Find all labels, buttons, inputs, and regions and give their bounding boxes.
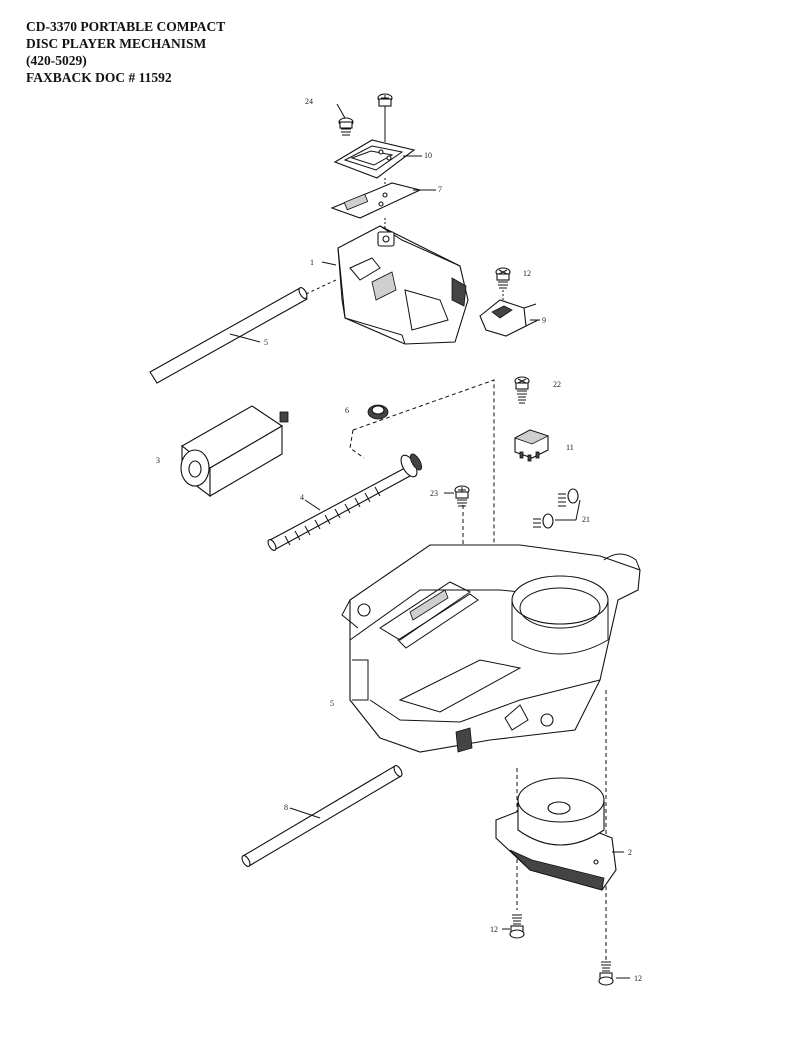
title-line-2: DISC PLAYER MECHANISM bbox=[26, 36, 207, 51]
callout-9: 9 bbox=[542, 316, 546, 325]
part-12-screw-upper: 12 bbox=[495, 267, 531, 300]
callout-21: 21 bbox=[582, 515, 590, 524]
title-line-1: CD-3370 PORTABLE COMPACT bbox=[26, 19, 226, 34]
top-screw bbox=[377, 93, 393, 142]
part-21-screws: 21 bbox=[533, 488, 590, 529]
callout-5-upper: 5 bbox=[264, 338, 268, 347]
callout-5-chassis: 5 bbox=[330, 699, 334, 708]
callout-12-lower-right: 12 bbox=[634, 974, 642, 983]
part-24-screw: 24 bbox=[305, 97, 354, 136]
part-10-plate: 10 bbox=[333, 139, 432, 179]
title-line-4: FAXBACK DOC # 11592 bbox=[26, 70, 172, 85]
part-7-bracket: 7 bbox=[330, 178, 442, 219]
callout-4: 4 bbox=[300, 493, 304, 502]
callout-12-upper: 12 bbox=[523, 269, 531, 278]
document-title: CD-3370 PORTABLE COMPACT DISC PLAYER MEC… bbox=[26, 18, 225, 86]
callout-12-lower-left: 12 bbox=[490, 925, 498, 934]
title-line-3: (420-5029) bbox=[26, 53, 87, 68]
part-6-gear: 6 bbox=[345, 404, 389, 420]
callout-6: 6 bbox=[345, 406, 349, 415]
part-9-switch-bracket: 9 bbox=[479, 299, 546, 337]
callout-2: 2 bbox=[628, 848, 632, 857]
part-11-switch: 11 bbox=[514, 429, 574, 462]
part-1-pickup: 1 bbox=[310, 218, 469, 345]
callout-23: 23 bbox=[430, 489, 438, 498]
callout-3: 3 bbox=[156, 456, 160, 465]
callout-22: 22 bbox=[553, 380, 561, 389]
part-4-lead-screw: 4 bbox=[267, 453, 423, 551]
part-5-main-chassis: 5 bbox=[330, 544, 641, 753]
callout-24: 24 bbox=[305, 97, 313, 106]
part-22-screw: 22 bbox=[514, 376, 561, 404]
part-8-lower-rod: 8 bbox=[241, 765, 403, 867]
part-5-upper-rod: 5 bbox=[149, 279, 337, 384]
callout-10: 10 bbox=[424, 151, 432, 160]
part-12-screw-lower-left: 12 bbox=[490, 914, 525, 939]
part-23-screw: 23 bbox=[430, 485, 470, 507]
callout-1: 1 bbox=[310, 258, 314, 267]
callout-8: 8 bbox=[284, 803, 288, 812]
callout-11: 11 bbox=[566, 443, 574, 452]
part-2-spindle-motor: 2 bbox=[495, 777, 632, 891]
part-12-screw-lower-right: 12 bbox=[598, 961, 642, 986]
callout-7: 7 bbox=[438, 185, 442, 194]
part-3-motor: 3 bbox=[156, 405, 289, 498]
